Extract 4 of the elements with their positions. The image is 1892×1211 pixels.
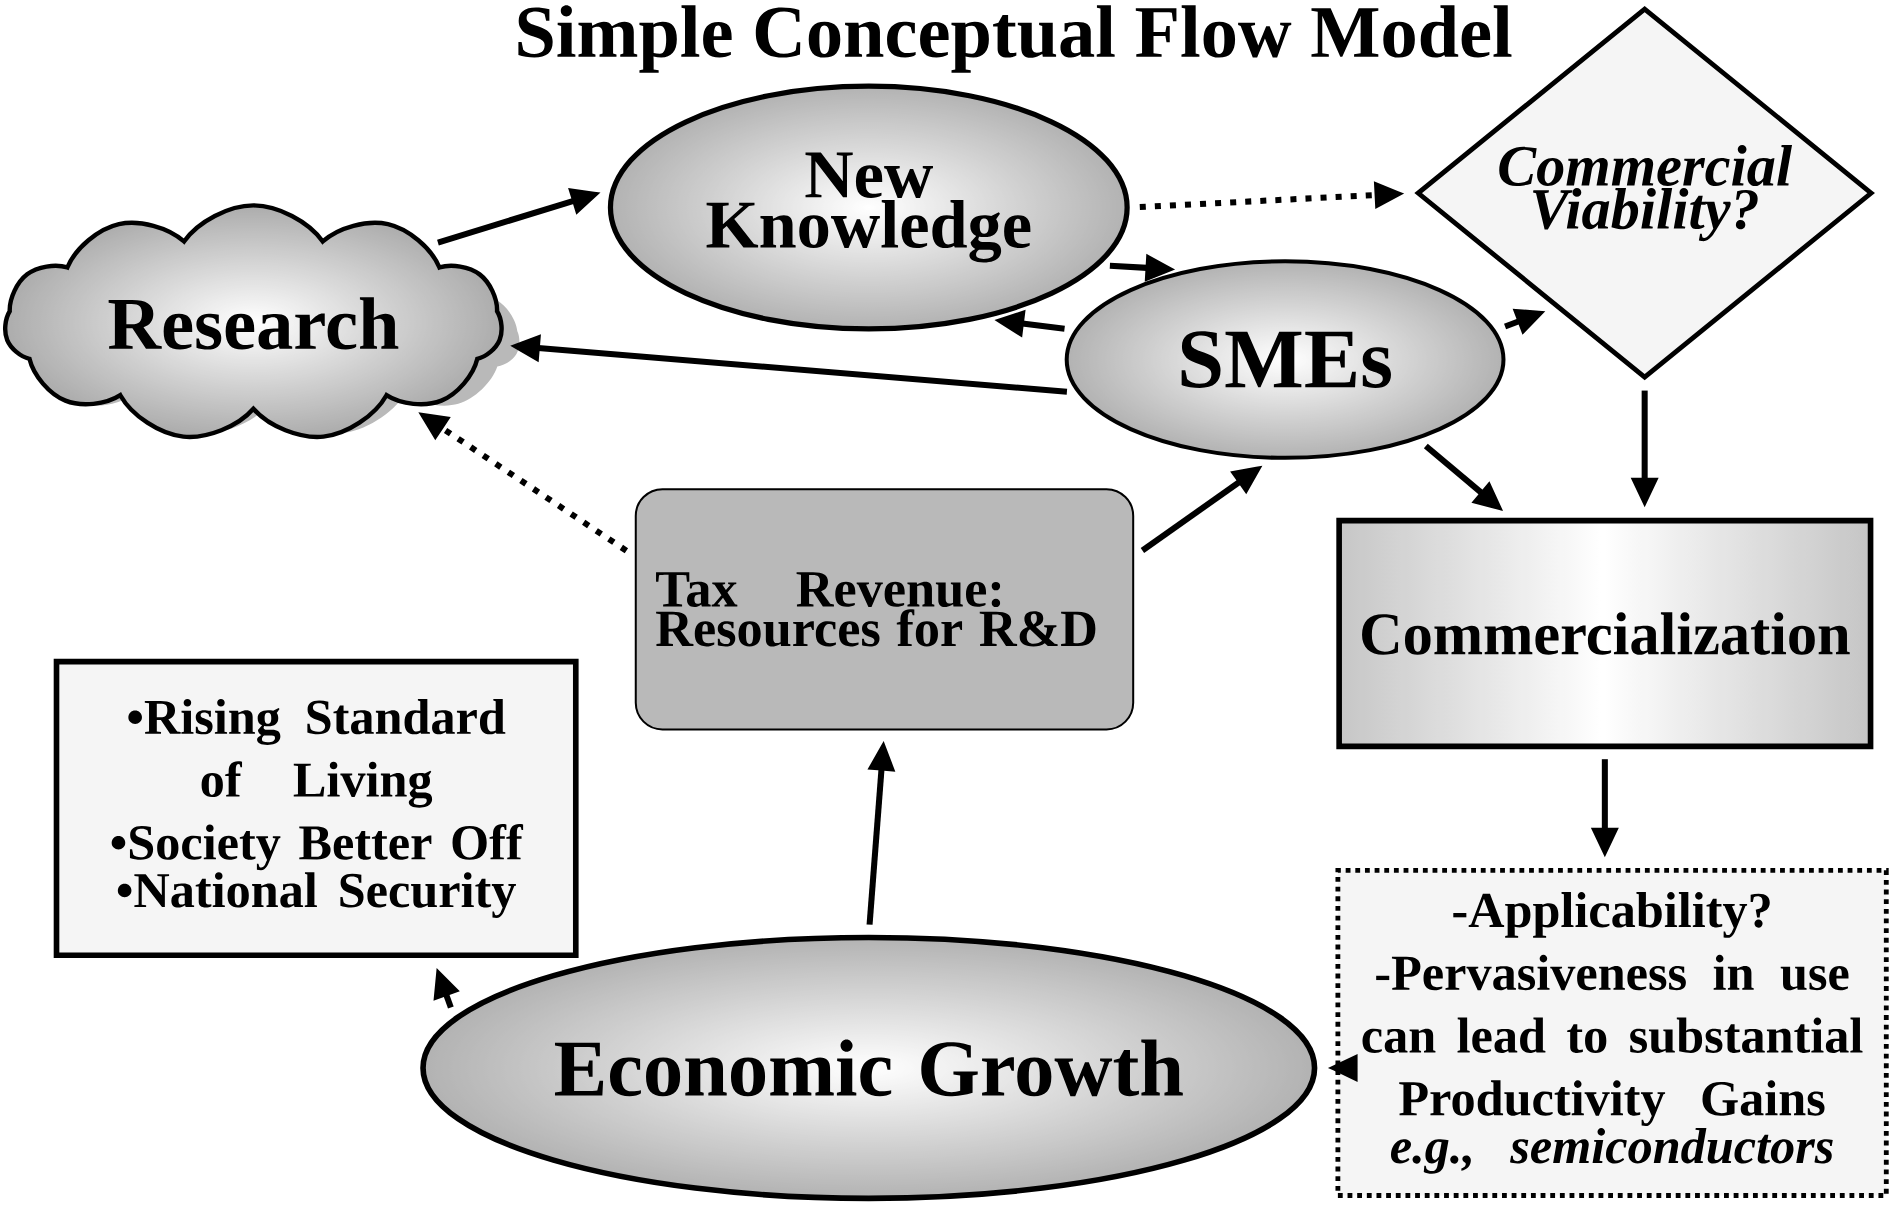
rounded-box: Tax Revenue: Resources for R&D (634, 488, 1135, 731)
text-box: •Rising Standard of Living •Society Better Off •National Security (53, 658, 579, 958)
dotted-box: -Applicability? -Pervasiveness in use can lead to substantial Productivity Gains e.g., semiconductors (1335, 867, 1889, 1198)
process-box: Commercialization (1336, 517, 1874, 749)
